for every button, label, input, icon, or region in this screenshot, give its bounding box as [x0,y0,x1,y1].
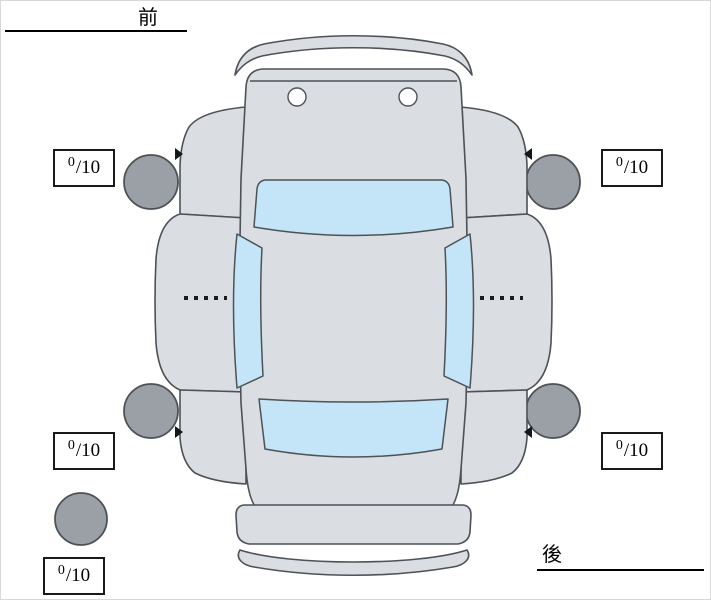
rear-bumper [235,504,472,545]
tire-score-max: /10 [65,565,91,586]
tire-spare [54,492,108,546]
jack-point-mark-rear-left [175,426,183,438]
tire-score-value: 0 [615,155,623,170]
tire-score-value: 0 [57,563,65,578]
fender-rear-right [460,389,528,485]
fender-rear-left [179,389,247,485]
tire-score-box-spare: 0/10 [43,557,105,595]
tire-score-max: /10 [623,440,649,461]
side-window-left [232,233,264,389]
tire-rear-right [525,383,581,439]
front-spoiler-strip [234,34,473,76]
rear-label: 後 [542,542,562,566]
tire-front-left [123,154,179,210]
rear-trim-strip [237,549,470,577]
jack-point-mark-front-right [524,148,532,160]
front-label-underline [5,30,187,32]
tire-score-value: 0 [615,438,623,453]
tire-score-box-front-right: 0/10 [601,149,663,187]
front-label: 前 [138,5,158,29]
tire-score-box-front-left: 0/10 [53,149,115,187]
tire-rear-left [123,383,179,439]
tire-score-value: 0 [67,155,75,170]
tire-front-right [525,154,581,210]
tire-score-max: /10 [75,440,101,461]
door-panel-right [460,213,553,393]
tire-score-value: 0 [67,438,75,453]
tire-score-box-rear-left: 0/10 [53,432,115,470]
fender-front-right [460,106,528,219]
fender-front-left [179,106,247,219]
front-detail-circle-right [398,87,418,107]
front-detail-circle-left [287,87,307,107]
rear-window [258,398,449,458]
tire-score-box-rear-right: 0/10 [601,432,663,470]
side-window-right [443,233,475,389]
windshield [253,179,454,237]
tire-score-max: /10 [623,157,649,178]
rear-label-underline [537,569,704,571]
door-panel-left [154,213,247,393]
tire-score-max: /10 [75,157,101,178]
jack-point-mark-rear-right [524,426,532,438]
jack-point-mark-front-left [175,148,183,160]
